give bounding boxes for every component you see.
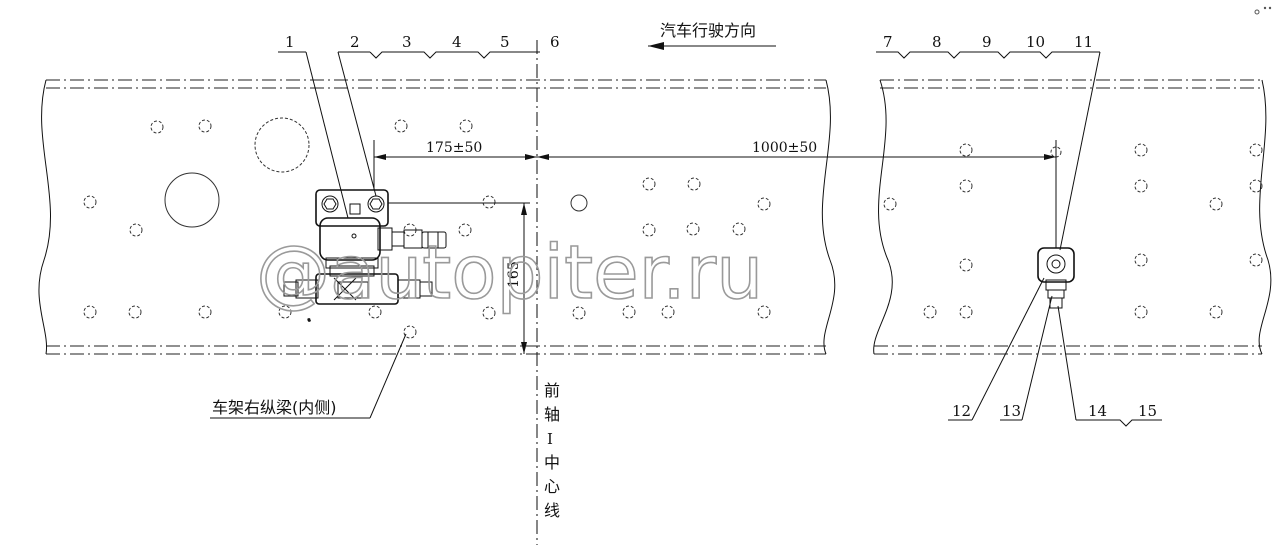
callout-15: 15 — [1138, 402, 1157, 420]
callout-5: 5 — [500, 33, 510, 51]
frame-rail-right — [873, 79, 1272, 355]
frame-label-group: 车架右纵梁(内侧) — [210, 333, 407, 419]
callout-11: 11 — [1074, 33, 1093, 51]
axle-label-char-6: 线 — [544, 501, 560, 520]
callout-13: 13 — [1002, 402, 1021, 420]
direction-label: 汽车行驶方向 — [660, 21, 756, 40]
callout-10: 10 — [1026, 33, 1045, 51]
callouts-top-left: 1 2 3 4 5 6 — [278, 33, 560, 219]
callout-4: 4 — [452, 33, 462, 51]
callout-9: 9 — [982, 33, 992, 51]
dimension-175: 175±50 — [426, 140, 482, 156]
frame-label: 车架右纵梁(内侧) — [212, 398, 337, 417]
frame-rail-left — [38, 79, 836, 355]
direction-indicator: 汽车行驶方向 — [648, 21, 776, 50]
callout-2: 2 — [350, 33, 360, 51]
callout-3: 3 — [402, 33, 412, 51]
callouts-top-right: 7 8 9 10 11 — [876, 33, 1101, 251]
axle-label-char-1: 前 — [544, 381, 560, 400]
callout-12: 12 — [952, 402, 971, 420]
dimension-165: 165 — [506, 261, 522, 288]
dimension-1000: 1000±50 — [752, 140, 817, 156]
watermark: @autopiter.ru — [256, 230, 763, 316]
axle-label-char-5: 心 — [544, 477, 560, 496]
callout-8: 8 — [932, 33, 942, 51]
dimension-horizontal: 175±50 1000±50 — [373, 140, 1057, 248]
callout-6: 6 — [550, 33, 560, 51]
callout-1: 1 — [285, 33, 295, 51]
axle-label-char-4: 中 — [544, 453, 560, 472]
frame-holes-right — [883, 143, 1263, 319]
callout-7: 7 — [883, 33, 893, 51]
axle-label: 前 轴 I 中 心 线 — [544, 381, 560, 520]
pressure-sensor — [1037, 247, 1075, 309]
callouts-bottom-right: 12 13 14 15 — [948, 277, 1162, 427]
frame-holes-left — [83, 117, 771, 339]
solenoid-valve-assembly — [283, 189, 447, 305]
axle-label-char-2: 轴 — [544, 405, 560, 424]
dimension-vertical: 165 — [388, 202, 530, 354]
callout-14: 14 — [1088, 402, 1107, 420]
corner-mark — [1254, 6, 1272, 15]
axle-label-char-3: I — [547, 430, 553, 448]
